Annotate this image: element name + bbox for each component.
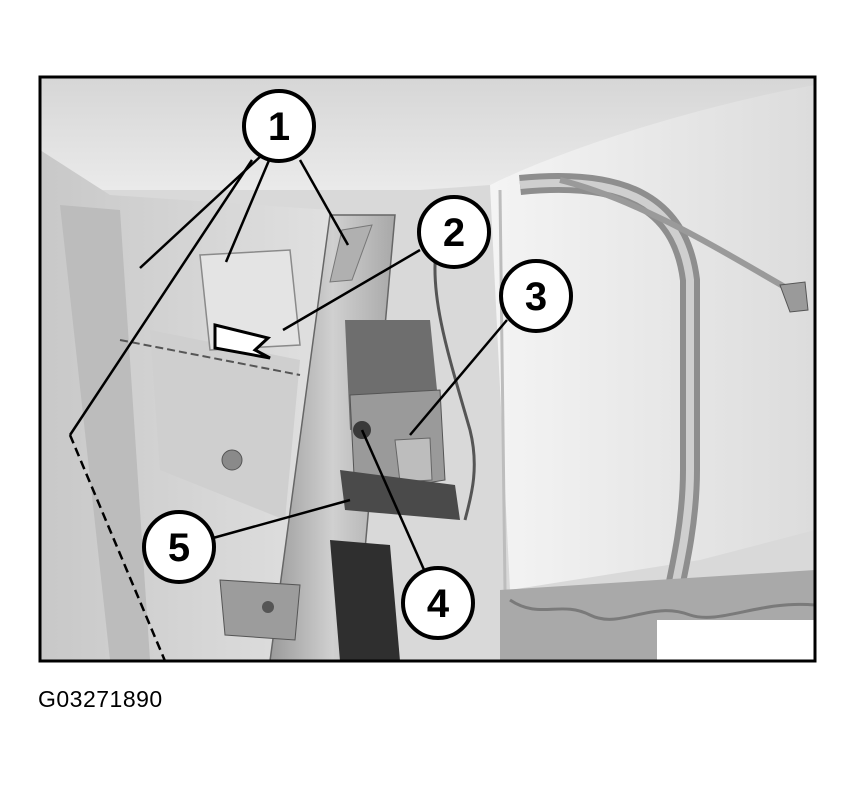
callout-circle (499, 259, 573, 333)
figure-frame (38, 75, 817, 663)
leader-lines (68, 154, 508, 662)
callout-circle (142, 510, 216, 584)
leader-line-1e (68, 434, 167, 662)
callout-4: 4 (401, 566, 475, 640)
photo-area (40, 77, 815, 661)
callout-label: 3 (525, 275, 547, 319)
callout-label: 2 (443, 211, 465, 255)
leader-line-3 (409, 319, 508, 436)
leader-line-2 (282, 248, 421, 332)
leader-line-1b (224, 157, 272, 263)
leader-line-1c (298, 159, 350, 246)
leader-line-5 (212, 498, 351, 540)
callout-2: 2 (417, 195, 491, 269)
callout-5: 5 (142, 510, 216, 584)
callout-1: 1 (242, 89, 316, 163)
callout-label: 4 (427, 582, 450, 626)
callout-circle (401, 566, 475, 640)
leader-line-4 (360, 429, 427, 573)
callout-circle (417, 195, 491, 269)
callout-circle (242, 89, 316, 163)
leader-line-1d (68, 159, 254, 436)
callout-label: 5 (168, 526, 190, 570)
callout-label: 1 (268, 105, 290, 149)
callout-3: 3 (499, 259, 573, 333)
figure-code: G03271890 (38, 686, 163, 712)
